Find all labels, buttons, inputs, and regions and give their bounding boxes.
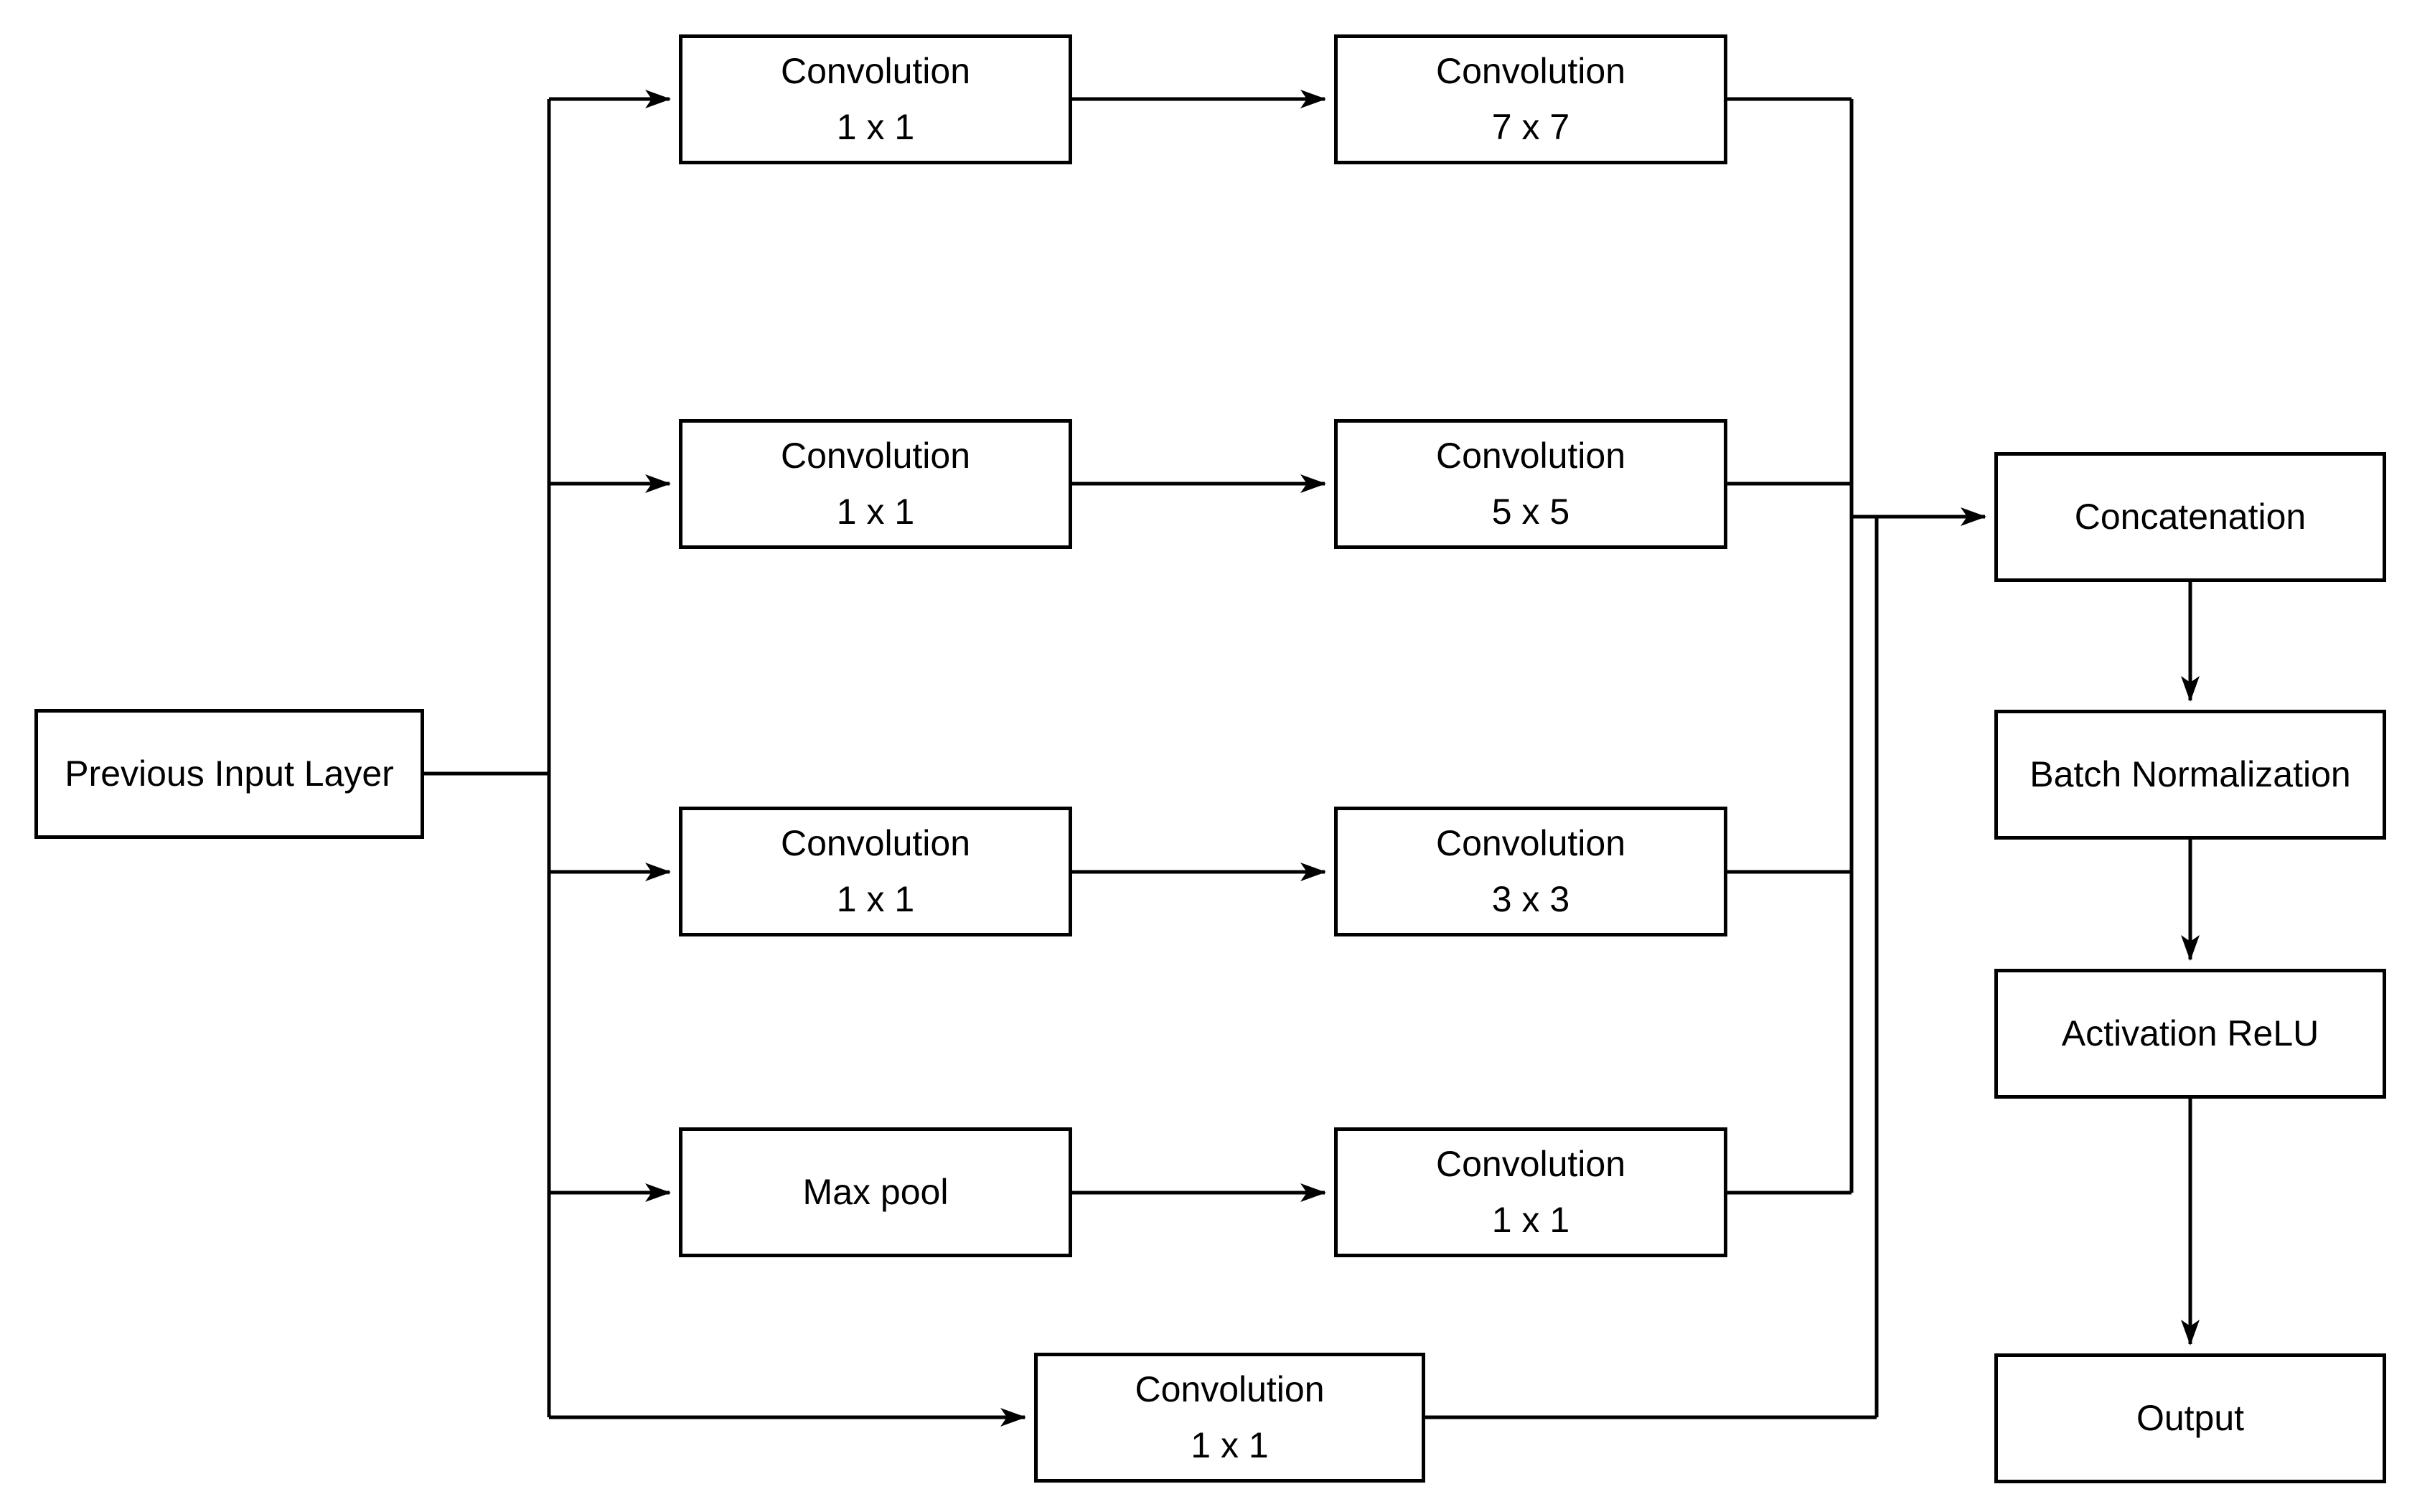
node-batch-normalization: Batch Normalization [1994,710,2386,840]
node-conv-3x3: Convolution 3 x 3 [1334,807,1727,936]
node-concatenation: Concatenation [1994,452,2386,582]
node-kernel-size: 1 x 1 [836,491,915,532]
node-label: Convolution [780,436,971,476]
node-label: Concatenation [2074,496,2307,537]
node-label: Previous Input Layer [65,753,394,794]
node-label: Batch Normalization [2029,753,2351,794]
node-conv-1x1-branch4: Convolution 1 x 1 [1334,1127,1727,1257]
node-kernel-size: 1 x 1 [836,878,915,919]
node-label: Convolution [780,51,971,91]
node-label: Convolution [780,823,971,863]
node-conv-1x1-branch2: Convolution 1 x 1 [679,419,1072,549]
node-conv-5x5: Convolution 5 x 5 [1334,419,1727,549]
node-label: Convolution [1435,436,1626,476]
node-kernel-size: 5 x 5 [1491,491,1570,532]
node-conv-7x7: Convolution 7 x 7 [1334,34,1727,164]
node-previous-input-layer: Previous Input Layer [34,709,424,839]
node-activation-relu: Activation ReLU [1994,969,2386,1099]
node-label: Output [2136,1397,2245,1438]
node-output: Output [1994,1353,2386,1483]
node-conv-1x1-branch1: Convolution 1 x 1 [679,34,1072,164]
node-label: Max pool [802,1171,949,1212]
node-conv-1x1-bottom: Convolution 1 x 1 [1034,1353,1425,1483]
node-kernel-size: 3 x 3 [1491,878,1570,919]
node-conv-1x1-branch3: Convolution 1 x 1 [679,807,1072,936]
node-label: Convolution [1435,51,1626,91]
node-kernel-size: 7 x 7 [1491,106,1570,147]
node-kernel-size: 1 x 1 [1491,1199,1570,1240]
node-max-pool: Max pool [679,1127,1072,1257]
node-kernel-size: 1 x 1 [1191,1424,1269,1465]
node-label: Convolution [1135,1369,1325,1409]
node-label: Activation ReLU [2061,1013,2319,1053]
node-label: Convolution [1435,1144,1626,1184]
node-label: Convolution [1435,823,1626,863]
node-kernel-size: 1 x 1 [836,106,915,147]
